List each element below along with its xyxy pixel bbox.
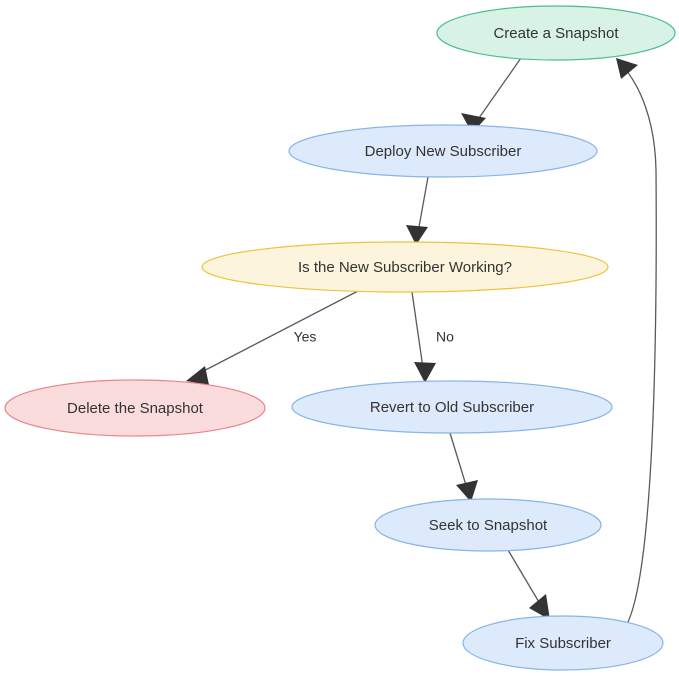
node-label: Revert to Old Subscriber (370, 399, 534, 416)
edge-working-to-revert: No (411, 291, 454, 383)
node-fix-subscriber[interactable]: Fix Subscriber (462, 615, 664, 671)
edge-label-yes: Yes (294, 329, 317, 345)
node-shape[interactable] (4, 379, 266, 437)
edge-line (620, 63, 657, 623)
node-shape[interactable] (436, 5, 676, 61)
node-is-working[interactable]: Is the New Subscriber Working? (201, 241, 609, 293)
node-label: Create a Snapshot (493, 25, 619, 42)
node-label: Is the New Subscriber Working? (298, 259, 512, 276)
node-seek-to-snapshot[interactable]: Seek to Snapshot (374, 498, 602, 552)
edge-line (411, 291, 425, 376)
node-create-snapshot[interactable]: Create a Snapshot (436, 5, 676, 61)
nodes-layer: Create a Snapshot Deploy New Subscriber … (4, 5, 676, 671)
node-shape[interactable] (462, 615, 664, 671)
node-revert-old-subscriber[interactable]: Revert to Old Subscriber (291, 380, 613, 434)
arrow-head-icon (529, 594, 550, 620)
arrow-head-icon (406, 225, 428, 245)
edge-revert-to-seek (449, 432, 478, 502)
edge-create-to-deploy (461, 57, 522, 133)
node-shape[interactable] (201, 241, 609, 293)
node-deploy-new-subscriber[interactable]: Deploy New Subscriber (288, 124, 598, 178)
edges-layer: Yes No (186, 57, 657, 623)
arrow-head-icon (414, 362, 436, 383)
edge-label-no: No (436, 329, 454, 345)
node-label: Delete the Snapshot (67, 400, 204, 417)
edge-fix-to-create (616, 58, 657, 623)
edge-line (191, 290, 359, 378)
edge-line (471, 57, 522, 129)
node-delete-snapshot[interactable]: Delete the Snapshot (4, 379, 266, 437)
arrow-head-icon (461, 113, 486, 133)
edge-seek-to-fix (507, 549, 550, 620)
edge-working-to-delete: Yes (186, 290, 359, 385)
node-label: Seek to Snapshot (429, 517, 548, 534)
node-shape[interactable] (374, 498, 602, 552)
node-label: Fix Subscriber (515, 635, 611, 652)
arrow-head-icon (456, 480, 478, 502)
node-label: Deploy New Subscriber (365, 143, 522, 160)
arrow-head-icon (616, 58, 638, 79)
node-shape[interactable] (288, 124, 598, 178)
edge-deploy-to-working (406, 176, 429, 245)
node-shape[interactable] (291, 380, 613, 434)
arrow-head-icon (186, 366, 209, 385)
